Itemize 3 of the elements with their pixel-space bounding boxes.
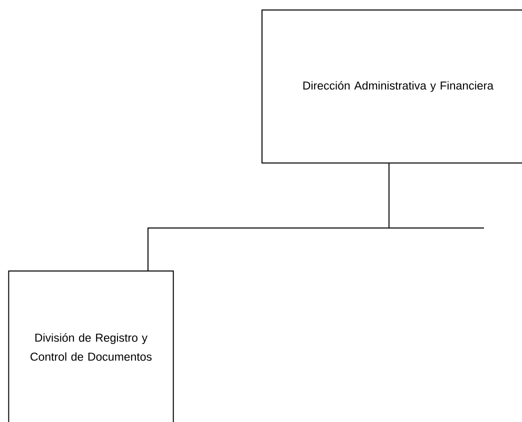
org-box: Dirección Administrativa y Financiera	[262, 10, 522, 164]
connector-line	[148, 163, 390, 271]
org-box: División de Registro y Control de Documentos	[8, 270, 174, 422]
